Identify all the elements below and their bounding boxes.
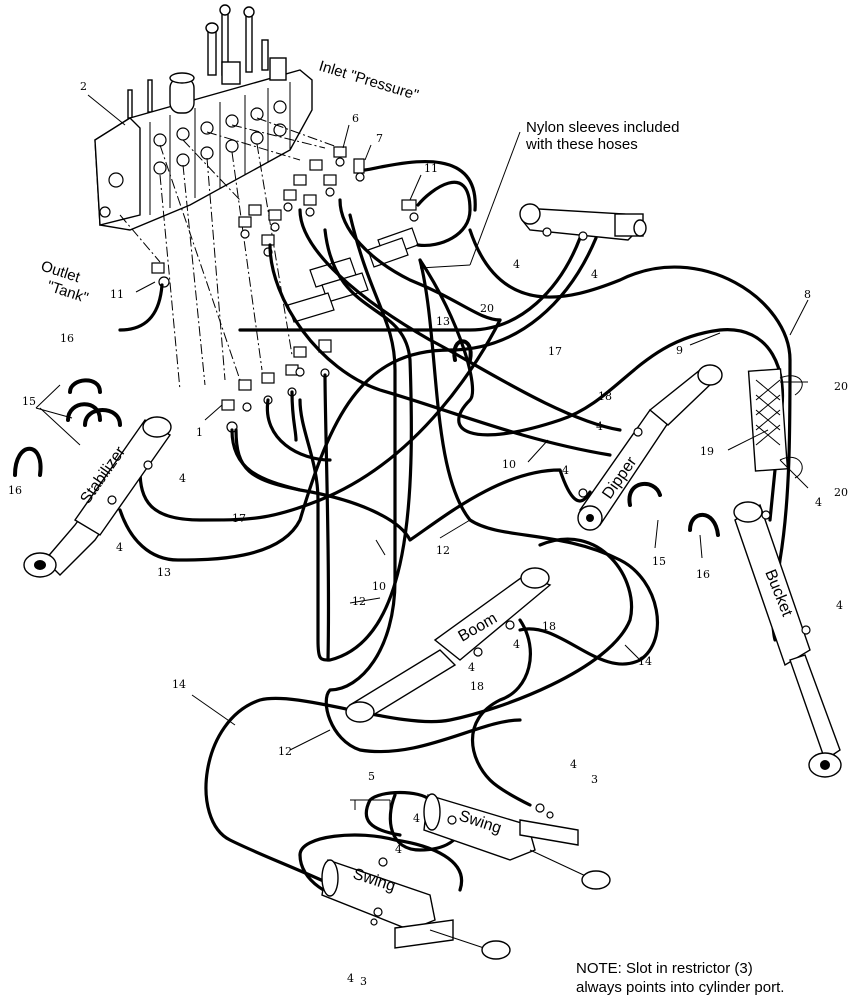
note-line-2: always points into cylinder port. <box>576 979 784 996</box>
port-fittings <box>107 227 811 926</box>
callout-15: 15 <box>22 395 36 408</box>
callout-4: 4 <box>570 758 577 771</box>
callout-4: 4 <box>347 972 354 985</box>
inlet-pressure-label: Inlet "Pressure" <box>317 58 421 104</box>
callout-12: 12 <box>352 595 366 608</box>
callout-4: 4 <box>116 541 123 554</box>
callout-12: 12 <box>436 544 450 557</box>
callout-9: 9 <box>676 344 683 357</box>
callout-16: 16 <box>8 484 22 497</box>
callout-19: 19 <box>700 445 714 458</box>
callout-13: 13 <box>157 566 171 579</box>
callout-2: 2 <box>80 80 87 93</box>
callout-16: 16 <box>696 568 710 581</box>
nylon-sleeves-label-line2: with these hoses <box>525 136 638 153</box>
callout-14: 14 <box>172 678 186 691</box>
callout-11: 11 <box>110 288 124 301</box>
nylon-sleeves-label: Nylon sleeves included <box>526 119 679 136</box>
callout-3: 3 <box>591 773 598 786</box>
callout-4: 4 <box>815 496 822 509</box>
callout-13: 13 <box>436 315 450 328</box>
leader-lines <box>35 94 809 810</box>
note-line-1: NOTE: Slot in restrictor (3) <box>576 960 753 977</box>
top-cylinder <box>519 203 647 241</box>
callout-20: 20 <box>834 380 848 393</box>
valve-levers <box>127 4 269 119</box>
swing-cylinder-upper: Swing <box>423 793 611 890</box>
callout-17: 17 <box>232 512 246 525</box>
port-centerlines <box>119 117 341 391</box>
callout-4: 4 <box>591 268 598 281</box>
callout-3: 3 <box>360 975 367 988</box>
callout-18: 18 <box>470 680 484 693</box>
callout-1: 1 <box>196 426 203 439</box>
callout-4: 4 <box>513 258 520 271</box>
callout-4: 4 <box>513 638 520 651</box>
callout-numbers: 1 2 3 3 4 4 4 4 4 4 4 4 4 4 4 4 4 4 5 6 … <box>8 80 848 988</box>
callout-14: 14 <box>638 655 652 668</box>
nylon-sleeves <box>287 227 419 323</box>
callout-4: 4 <box>836 599 843 612</box>
dipper-cylinder: Dipper <box>577 364 723 531</box>
callout-8: 8 <box>804 288 811 301</box>
callout-20: 20 <box>834 486 848 499</box>
callout-12: 12 <box>278 745 292 758</box>
callout-6: 6 <box>352 112 359 125</box>
callout-18: 18 <box>542 620 556 633</box>
callout-5: 5 <box>368 770 375 783</box>
callout-4: 4 <box>179 472 186 485</box>
control-valve-assembly <box>94 4 313 231</box>
swing-cylinder-lower: Swing <box>321 859 511 960</box>
callout-7: 7 <box>376 132 383 145</box>
callout-18: 18 <box>598 390 612 403</box>
bucket-cylinder: Bucket <box>733 368 842 778</box>
valve-sections <box>99 82 291 218</box>
callout-4: 4 <box>596 420 603 433</box>
callout-16: 16 <box>60 332 74 345</box>
callout-4: 4 <box>413 812 420 825</box>
callout-10: 10 <box>502 458 516 471</box>
callout-4: 4 <box>468 661 475 674</box>
callout-11: 11 <box>424 162 438 175</box>
callout-4: 4 <box>395 843 402 856</box>
hose-clamps <box>13 339 720 537</box>
callout-20: 20 <box>480 302 494 315</box>
callout-17: 17 <box>548 345 562 358</box>
callout-4: 4 <box>562 464 569 477</box>
callout-10: 10 <box>372 580 386 593</box>
callout-15: 15 <box>652 555 666 568</box>
hoses <box>118 160 792 922</box>
